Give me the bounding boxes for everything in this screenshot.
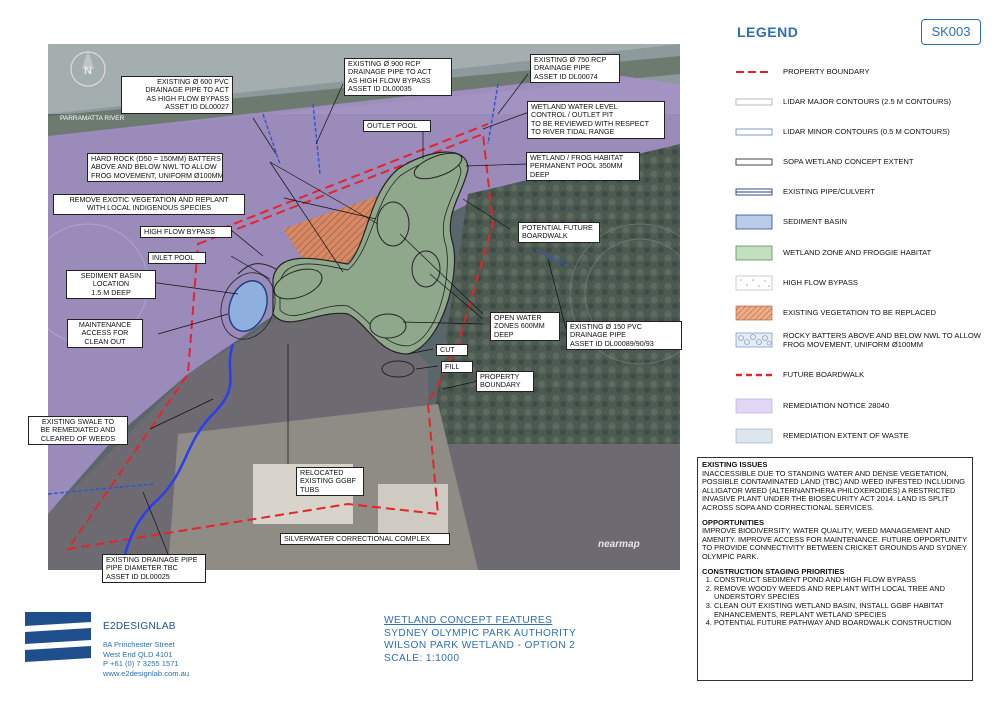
existing-swale bbox=[118, 343, 235, 570]
legend-item-minor-contours: LIDAR MINOR CONTOURS (0.5 m CONTOURS) bbox=[735, 124, 995, 142]
title-block: WETLAND CONCEPT FEATURES SYDNEY OLYMPIC … bbox=[384, 615, 576, 665]
fill-zone bbox=[381, 360, 415, 378]
leader-lines bbox=[142, 73, 567, 555]
legend-item-future-boardwalk: FUTURE BOARDWALK bbox=[736, 370, 865, 379]
client-name: SYDNEY OLYMPIC PARK AUTHORITY bbox=[384, 627, 577, 639]
company-address: 8A Princhester Street West End QLD 4101 … bbox=[103, 640, 190, 678]
legend-item-major-contours: LIDAR MAJOR CONTOURS (2.5 m CONTOURS) bbox=[735, 94, 995, 112]
opportunities-text: IMPROVE BIODIVERSITY, WATER QUALITY, WEE… bbox=[702, 526, 967, 561]
callout-silverwater: SILVERWATER CORRECTIONAL COMPLEX bbox=[280, 533, 450, 546]
legend-item-vegetation-replaced: EXISTING VEGETATION TO BE REPLACED bbox=[735, 305, 995, 323]
legend-item-sediment-basin: SEDIMENT BASIN bbox=[735, 214, 995, 232]
open-water-zone bbox=[376, 201, 410, 247]
pipe-dl00025 bbox=[48, 483, 154, 495]
legend-item-property-boundary: PROPERTY BOUNDARY bbox=[736, 67, 870, 76]
outlet-pool bbox=[413, 152, 463, 180]
legend-item-pipe: EXISTING PIPE/CULVERT bbox=[735, 184, 995, 202]
scale-label: SCALE: 1:1000 bbox=[384, 652, 460, 664]
river-bank bbox=[48, 56, 680, 136]
company-website[interactable]: www.e2designlab.com.au bbox=[103, 668, 190, 678]
staging-item: CONSTRUCT SEDIMENT POND AND HIGH FLOW BY… bbox=[714, 576, 968, 585]
north-label: N bbox=[84, 65, 92, 77]
pipe-dl00074 bbox=[487, 83, 499, 145]
legend-item-high-flow-bypass: HIGH FLOW BYPASS bbox=[735, 275, 995, 293]
wetland-zone bbox=[272, 151, 469, 355]
existing-issues-text: INACCESSIBLE DUE TO STANDING WATER AND D… bbox=[702, 468, 965, 512]
staging-item: CLEAN OUT EXISTING WETLAND BASIN, INSTAL… bbox=[714, 601, 968, 619]
open-water-zone bbox=[411, 250, 441, 288]
opportunities-title: OPPORTUNITIES bbox=[702, 517, 765, 527]
legend-item-remediation-extent: REMEDIATION EXTENT OF WASTE bbox=[735, 428, 995, 446]
staging-list: CONSTRUCT SEDIMENT POND AND HIGH FLOW BY… bbox=[702, 576, 968, 628]
north-arrow-icon bbox=[70, 50, 106, 87]
callout-inlet-pool: INLET POOL bbox=[148, 252, 206, 265]
nearmap-watermark: nearmap bbox=[598, 539, 640, 550]
property-boundary bbox=[65, 132, 495, 551]
staging-title: CONSTRUCTION STAGING PRIORITIES bbox=[702, 566, 845, 576]
legend-item-sopa-extent: SOPA WETLAND CONCEPT EXTENT bbox=[735, 154, 995, 172]
sediment-basin bbox=[228, 280, 268, 332]
callout-fill: FILL bbox=[441, 361, 473, 374]
legend-title: LEGEND bbox=[737, 24, 799, 40]
callout-outlet-pool: OUTLET POOL bbox=[363, 120, 431, 133]
open-water-zone bbox=[369, 313, 407, 339]
sheet-number: SK003 bbox=[921, 19, 981, 45]
company-logo-icon bbox=[25, 612, 91, 662]
existing-issues-title: EXISTING ISSUES bbox=[702, 460, 768, 469]
issues-panel: EXISTING ISSUES INACCESSIBLE DUE TO STAN… bbox=[697, 457, 973, 681]
staging-item: POTENTIAL FUTURE PATHWAY AND BOARDWALK C… bbox=[714, 618, 968, 628]
pipe-dl00027 bbox=[262, 113, 281, 165]
legend-item-rocky-batters: ROCKY BATTERS ABOVE AND BELOW NWL TO ALL… bbox=[735, 331, 995, 350]
callout-cut: CUT bbox=[436, 344, 468, 357]
company-name: E2DESIGNLAB bbox=[103, 621, 176, 632]
staging-item: REMOVE WOODY WEEDS AND REPLANT WITH LOCA… bbox=[714, 584, 968, 602]
river-label: PARRAMATTA RIVER bbox=[60, 115, 125, 122]
callout-high-flow-bypass: HIGH FLOW BYPASS bbox=[140, 226, 232, 239]
legend-item-wetland-zone: WETLAND ZONE AND FROGGIE HABITAT bbox=[735, 245, 995, 263]
legend-item-remediation-notice: REMEDIATION NOTICE 28040 bbox=[735, 398, 995, 416]
drawing-title: WETLAND CONCEPT FEATURES bbox=[384, 615, 553, 626]
project-name: WILSON PARK WETLAND - OPTION 2 bbox=[384, 640, 576, 652]
